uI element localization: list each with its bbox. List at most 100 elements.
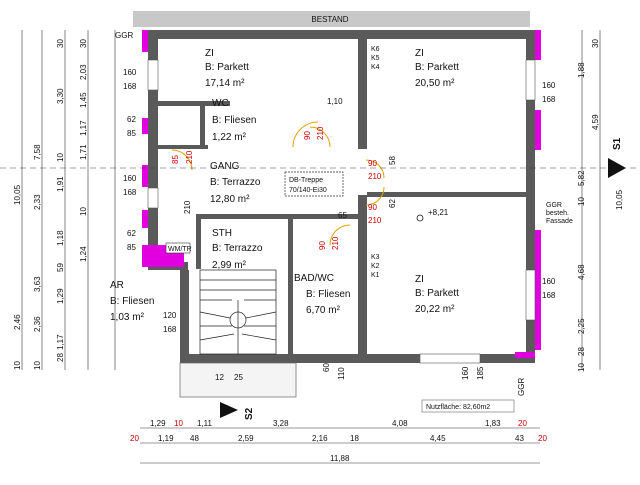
- svg-text:30: 30: [591, 39, 600, 48]
- svg-text:85: 85: [127, 129, 136, 138]
- svg-text:1,11: 1,11: [197, 419, 213, 428]
- room-gang: GANG B: Terrazzo 12,80 m²: [210, 161, 261, 205]
- svg-text:1,03 m²: 1,03 m²: [110, 312, 145, 323]
- entrance-steps: [179, 362, 297, 398]
- svg-text:30: 30: [56, 39, 65, 48]
- windows: [147, 59, 536, 364]
- right-dims: 30 1,88 4,59 10 5,82 4,68 2,25 28 10 10,…: [577, 39, 624, 372]
- svg-text:2,03: 2,03: [79, 64, 88, 80]
- svg-text:1,91: 1,91: [56, 176, 65, 192]
- svg-text:10: 10: [577, 363, 586, 372]
- svg-text:20: 20: [518, 419, 527, 428]
- level-mark: +8,21: [428, 208, 449, 217]
- svg-text:160: 160: [123, 174, 137, 183]
- svg-text:18: 18: [350, 434, 359, 443]
- door-labels: 90 210 90 210 90 210 90 210 85 210 210 6…: [171, 126, 382, 250]
- stair-note-line2: 70/140-Ei30: [289, 187, 327, 194]
- svg-text:2,59: 2,59: [238, 434, 254, 443]
- svg-text:90: 90: [303, 131, 312, 140]
- svg-text:28: 28: [56, 353, 65, 362]
- svg-text:ZI: ZI: [205, 48, 214, 59]
- svg-text:210: 210: [183, 200, 192, 214]
- walls: [148, 30, 535, 363]
- svg-text:90: 90: [368, 203, 377, 212]
- svg-text:25: 25: [234, 373, 243, 382]
- section-label-s1: S1: [612, 137, 623, 150]
- room-zi-3: ZI B: Parkett 20,22 m²: [415, 274, 459, 315]
- svg-text:1,17: 1,17: [56, 334, 65, 350]
- svg-text:3,28: 3,28: [273, 419, 289, 428]
- svg-text:AR: AR: [110, 280, 124, 291]
- level-mark-symbol: [416, 214, 424, 222]
- door-swings: [171, 121, 385, 246]
- svg-text:90: 90: [318, 241, 327, 250]
- svg-text:210: 210: [316, 126, 325, 140]
- section-marker-s2: [220, 402, 238, 418]
- svg-text:1,29: 1,29: [150, 419, 166, 428]
- svg-text:10: 10: [577, 197, 586, 206]
- left-dims-col4: 30 2,03 1,45 1,17 1,71 10 1,24: [79, 39, 88, 262]
- svg-text:185: 185: [476, 366, 485, 380]
- svg-text:20: 20: [130, 434, 139, 443]
- svg-text:210: 210: [368, 172, 382, 181]
- svg-text:62: 62: [388, 199, 397, 208]
- svg-text:1,71: 1,71: [79, 144, 88, 160]
- svg-text:12,80 m²: 12,80 m²: [210, 194, 250, 205]
- svg-text:5,82: 5,82: [577, 170, 586, 186]
- room-sth: STH B: Terrazzo 2,99 m²: [212, 228, 263, 271]
- svg-text:B: Parkett: B: Parkett: [205, 62, 249, 73]
- svg-text:K1: K1: [371, 272, 380, 279]
- right-dimension-lines: [581, 30, 601, 370]
- svg-text:WC: WC: [212, 98, 229, 109]
- svg-text:B: Fliesen: B: Fliesen: [110, 296, 154, 307]
- svg-text:2,16: 2,16: [312, 434, 328, 443]
- svg-text:120: 120: [163, 311, 177, 320]
- svg-text:1,29: 1,29: [56, 288, 65, 304]
- svg-text:58: 58: [388, 156, 397, 165]
- svg-text:10: 10: [174, 419, 183, 428]
- bestand-banner: [133, 11, 530, 27]
- svg-text:1,22 m²: 1,22 m²: [212, 132, 247, 143]
- svg-text:90: 90: [368, 159, 377, 168]
- staircase: [199, 269, 277, 355]
- svg-text:168: 168: [123, 82, 137, 91]
- svg-text:20,22 m²: 20,22 m²: [415, 304, 455, 315]
- svg-text:160: 160: [461, 366, 470, 380]
- right-openings: 160 168 160 168: [542, 81, 556, 300]
- stair-note-line1: DB-Treppe: [289, 177, 323, 184]
- left-dims-inner: 30 3,30 10 1,91 1,18 59 1,29 1,17 28: [56, 39, 65, 362]
- svg-text:4,68: 4,68: [577, 264, 586, 280]
- svg-text:110: 110: [337, 367, 346, 380]
- svg-text:K3: K3: [371, 254, 380, 261]
- section-marker-s1: [608, 158, 626, 178]
- wm-tr-label: WM/TR: [168, 246, 192, 253]
- svg-text:65: 65: [338, 211, 347, 220]
- svg-text:K4: K4: [371, 64, 380, 71]
- section-label-s2: S2: [244, 407, 255, 420]
- svg-text:4,59: 4,59: [591, 114, 600, 130]
- facade-note-line2: besteh.: [546, 210, 569, 217]
- svg-text:2,46: 2,46: [13, 314, 22, 330]
- svg-text:2,36: 2,36: [33, 316, 42, 332]
- svg-text:K5: K5: [371, 55, 380, 62]
- svg-text:85: 85: [171, 155, 180, 164]
- svg-text:48: 48: [190, 434, 199, 443]
- svg-text:20: 20: [538, 434, 547, 443]
- svg-text:BAD/WC: BAD/WC: [294, 273, 334, 284]
- room-bad-wc: BAD/WC B: Fliesen 6,70 m²: [294, 273, 350, 316]
- left-dims-outer: 10,05 2,46 10: [13, 184, 22, 370]
- bottom-dimension-lines: [140, 427, 540, 464]
- svg-text:ZI: ZI: [415, 274, 424, 285]
- svg-text:7,58: 7,58: [33, 144, 42, 160]
- ggr-top-label: GGR: [115, 31, 133, 40]
- stair-note-box: [284, 171, 344, 197]
- svg-text:210: 210: [368, 216, 382, 225]
- svg-text:10,05: 10,05: [615, 189, 624, 210]
- svg-text:10: 10: [79, 207, 88, 216]
- svg-text:168: 168: [123, 188, 137, 197]
- svg-text:160: 160: [542, 81, 556, 90]
- room-wc: WC B: Fliesen 1,22 m²: [212, 98, 256, 143]
- svg-text:60: 60: [322, 363, 331, 372]
